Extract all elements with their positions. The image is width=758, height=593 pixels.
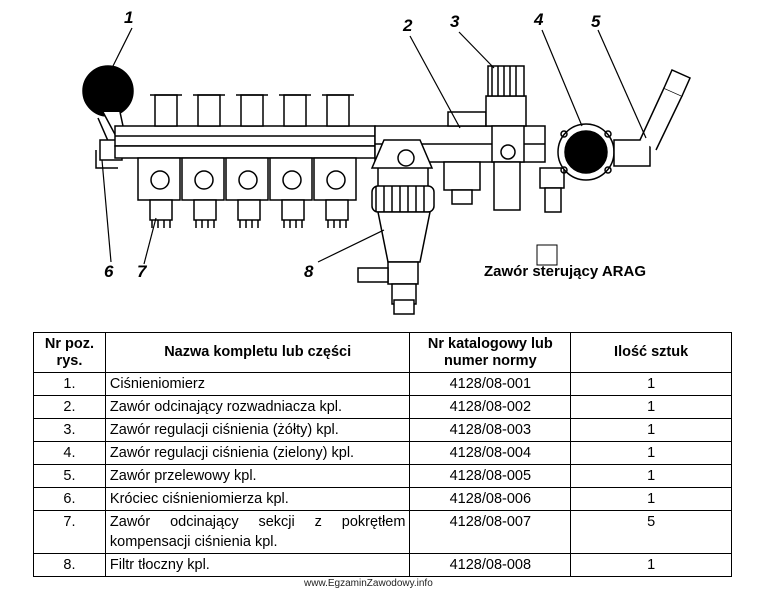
cell-catalog-number: 4128/08-008: [409, 553, 572, 577]
callout-4: 4: [534, 10, 544, 29]
cell-quantity: 1: [570, 395, 732, 419]
cell-quantity: 1: [570, 418, 732, 442]
cell-part-name: Zawór przelewowy kpl.: [104, 464, 411, 488]
table-row: 5. Zawór przelewowy kpl. 4128/08-005 1: [33, 464, 732, 488]
cell-part-name-line1: Zawór odcinający sekcji z pokrętłem: [109, 514, 406, 530]
cell-part-name: Zawór regulacji ciśnienia (żółty) kpl.: [104, 418, 411, 442]
cell-position: 8.: [33, 553, 106, 577]
cell-quantity: 1: [570, 441, 732, 465]
table-row: 4. Zawór regulacji ciśnienia (zielony) k…: [33, 441, 732, 465]
cell-position: 4.: [33, 441, 106, 465]
cell-part-name: Zawór odcinający rozwadniacza kpl.: [104, 395, 411, 419]
cell-part-name: Ciśnieniomierz: [104, 372, 411, 396]
header-part-name: Nazwa kompletu lub części: [104, 332, 411, 373]
cell-quantity: 1: [570, 372, 732, 396]
footer-watermark: www.EgzaminZawodowy.info: [304, 578, 433, 589]
callout-8: 8: [304, 262, 314, 281]
cell-position: 2.: [33, 395, 106, 419]
table-row: 3. Zawór regulacji ciśnienia (żółty) kpl…: [33, 418, 732, 442]
parts-table: Nr poz. rys. Nazwa kompletu lub części N…: [33, 332, 732, 577]
cell-quantity: 1: [570, 553, 732, 577]
table-row: 2. Zawór odcinający rozwadniacza kpl. 41…: [33, 395, 732, 419]
cell-position: 7.: [33, 510, 106, 554]
valve-assembly-illustration: [82, 27, 691, 315]
callout-2: 2: [403, 16, 413, 35]
cell-position: 3.: [33, 418, 106, 442]
cell-part-name: Zawór regulacji ciśnienia (zielony) kpl.: [104, 441, 411, 465]
logo-box: [536, 244, 558, 266]
cell-quantity: 1: [570, 464, 732, 488]
cell-part-name: Króciec ciśnieniomierza kpl.: [104, 487, 411, 511]
callout-3: 3: [450, 12, 460, 31]
callout-7: 7: [137, 262, 147, 281]
table-row: 8. Filtr tłoczny kpl. 4128/08-008 1: [33, 553, 732, 577]
cell-quantity: 1: [570, 487, 732, 511]
cell-part-name: Zawór odcinający sekcji z pokrętłem komp…: [104, 510, 411, 554]
cell-catalog-number: 4128/08-002: [409, 395, 572, 419]
cell-catalog-number: 4128/08-001: [409, 372, 572, 396]
callout-1: 1: [124, 8, 134, 27]
callout-6: 6: [104, 262, 114, 281]
drawing-caption: Zawór sterujący ARAG: [484, 263, 646, 280]
cell-position: 6.: [33, 487, 106, 511]
cell-catalog-number: 4128/08-006: [409, 487, 572, 511]
pressure-gauge-shape: [82, 65, 134, 117]
valve-technical-drawing: 1 2 3 4 5 6 7 8 Zawór sterujący ARAG: [82, 8, 691, 315]
header-catalog-number: Nr katalogowy lub numer normy: [409, 332, 572, 373]
cell-part-name: Filtr tłoczny kpl.: [104, 553, 411, 577]
cell-position: 1.: [33, 372, 106, 396]
header-quantity: Ilość sztuk: [570, 332, 732, 373]
table-row: 6. Króciec ciśnieniomierza kpl. 4128/08-…: [33, 487, 732, 511]
table-row: 1. Ciśnieniomierz 4128/08-001 1: [33, 372, 732, 396]
callout-5: 5: [591, 12, 601, 31]
cell-position: 5.: [33, 464, 106, 488]
header-position: Nr poz. rys.: [33, 332, 106, 373]
table-header-row: Nr poz. rys. Nazwa kompletu lub części N…: [33, 332, 732, 373]
cell-catalog-number: 4128/08-003: [409, 418, 572, 442]
cell-catalog-number: 4128/08-005: [409, 464, 572, 488]
cell-part-name-line2: kompensacji ciśnienia kpl.: [109, 534, 278, 550]
cell-catalog-number: 4128/08-004: [409, 441, 572, 465]
table-row: 7. Zawór odcinający sekcji z pokrętłem k…: [33, 510, 732, 554]
cell-quantity: 5: [570, 510, 732, 554]
cell-catalog-number: 4128/08-007: [409, 510, 572, 554]
